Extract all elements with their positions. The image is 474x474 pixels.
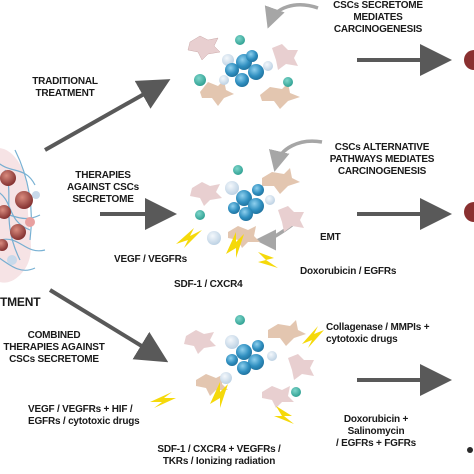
arrow-combined	[48, 288, 169, 363]
label-doxorubicin-egfrs: Doxorubicin / EGFRs	[300, 266, 397, 277]
curved-arrow-top	[264, 3, 319, 29]
outcome-tumor-top	[464, 50, 474, 70]
lightning-bolt-icon	[150, 392, 176, 408]
label-csc-secretome-mediates: CSCs SECRETOME MEDIATES CARCINOGENESIS	[333, 0, 423, 35]
label-sdf1-cxcr4: SDF-1 / CXCR4	[174, 279, 243, 290]
label-traditional-treatment: TRADITIONAL TREATMENT	[32, 76, 98, 99]
main-arrows	[44, 44, 452, 396]
label-emt: EMT	[320, 232, 341, 243]
label-treatment-cut: TMENT	[0, 295, 41, 309]
lightning-bolt-icon	[274, 406, 294, 424]
lightning-bolts	[150, 228, 324, 424]
cell-cluster-top	[187, 35, 300, 109]
curved-arrow-middle	[269, 139, 323, 172]
outcome-tumor-middle	[464, 202, 474, 222]
label-vegf-combo: VEGF / VEGFRs + HIF / EGFRs / cytotoxic …	[28, 404, 140, 427]
lightning-bolt-icon	[302, 326, 324, 348]
label-therapies-against: THERAPIES AGAINST CSCs SECRETOME	[66, 170, 140, 205]
label-doxorubicin-salinomycin: Doxorubicin + Salinomycin / EGFRs + FGFR…	[335, 414, 417, 449]
label-alternative-pathways: CSCs ALTERNATIVE PATHWAYS MEDIATES CARCI…	[329, 142, 435, 177]
primary-tumor-illustration	[0, 148, 46, 283]
label-collagenase: Collagenase / MMPIs + cytotoxic drugs	[326, 322, 430, 345]
label-combined-therapies: COMBINED THERAPIES AGAINST CSCs SECRETOM…	[3, 330, 105, 365]
label-sdf1-combo: SDF-1 / CXCR4 + VEGFRs / TKRs / Ionizing…	[157, 444, 281, 467]
lightning-bolt-icon	[258, 252, 278, 268]
lightning-bolt-icon	[226, 232, 244, 258]
lightning-bolt-icon	[176, 228, 202, 248]
outcome-dot-bottom	[467, 447, 473, 453]
lightning-bolt-icon	[210, 382, 228, 408]
arrow-traditional	[44, 79, 171, 152]
cell-cluster-middle	[190, 165, 304, 248]
label-vegf-vegfrs: VEGF / VEGFRs	[114, 254, 187, 265]
cell-cluster-bottom	[184, 315, 314, 408]
